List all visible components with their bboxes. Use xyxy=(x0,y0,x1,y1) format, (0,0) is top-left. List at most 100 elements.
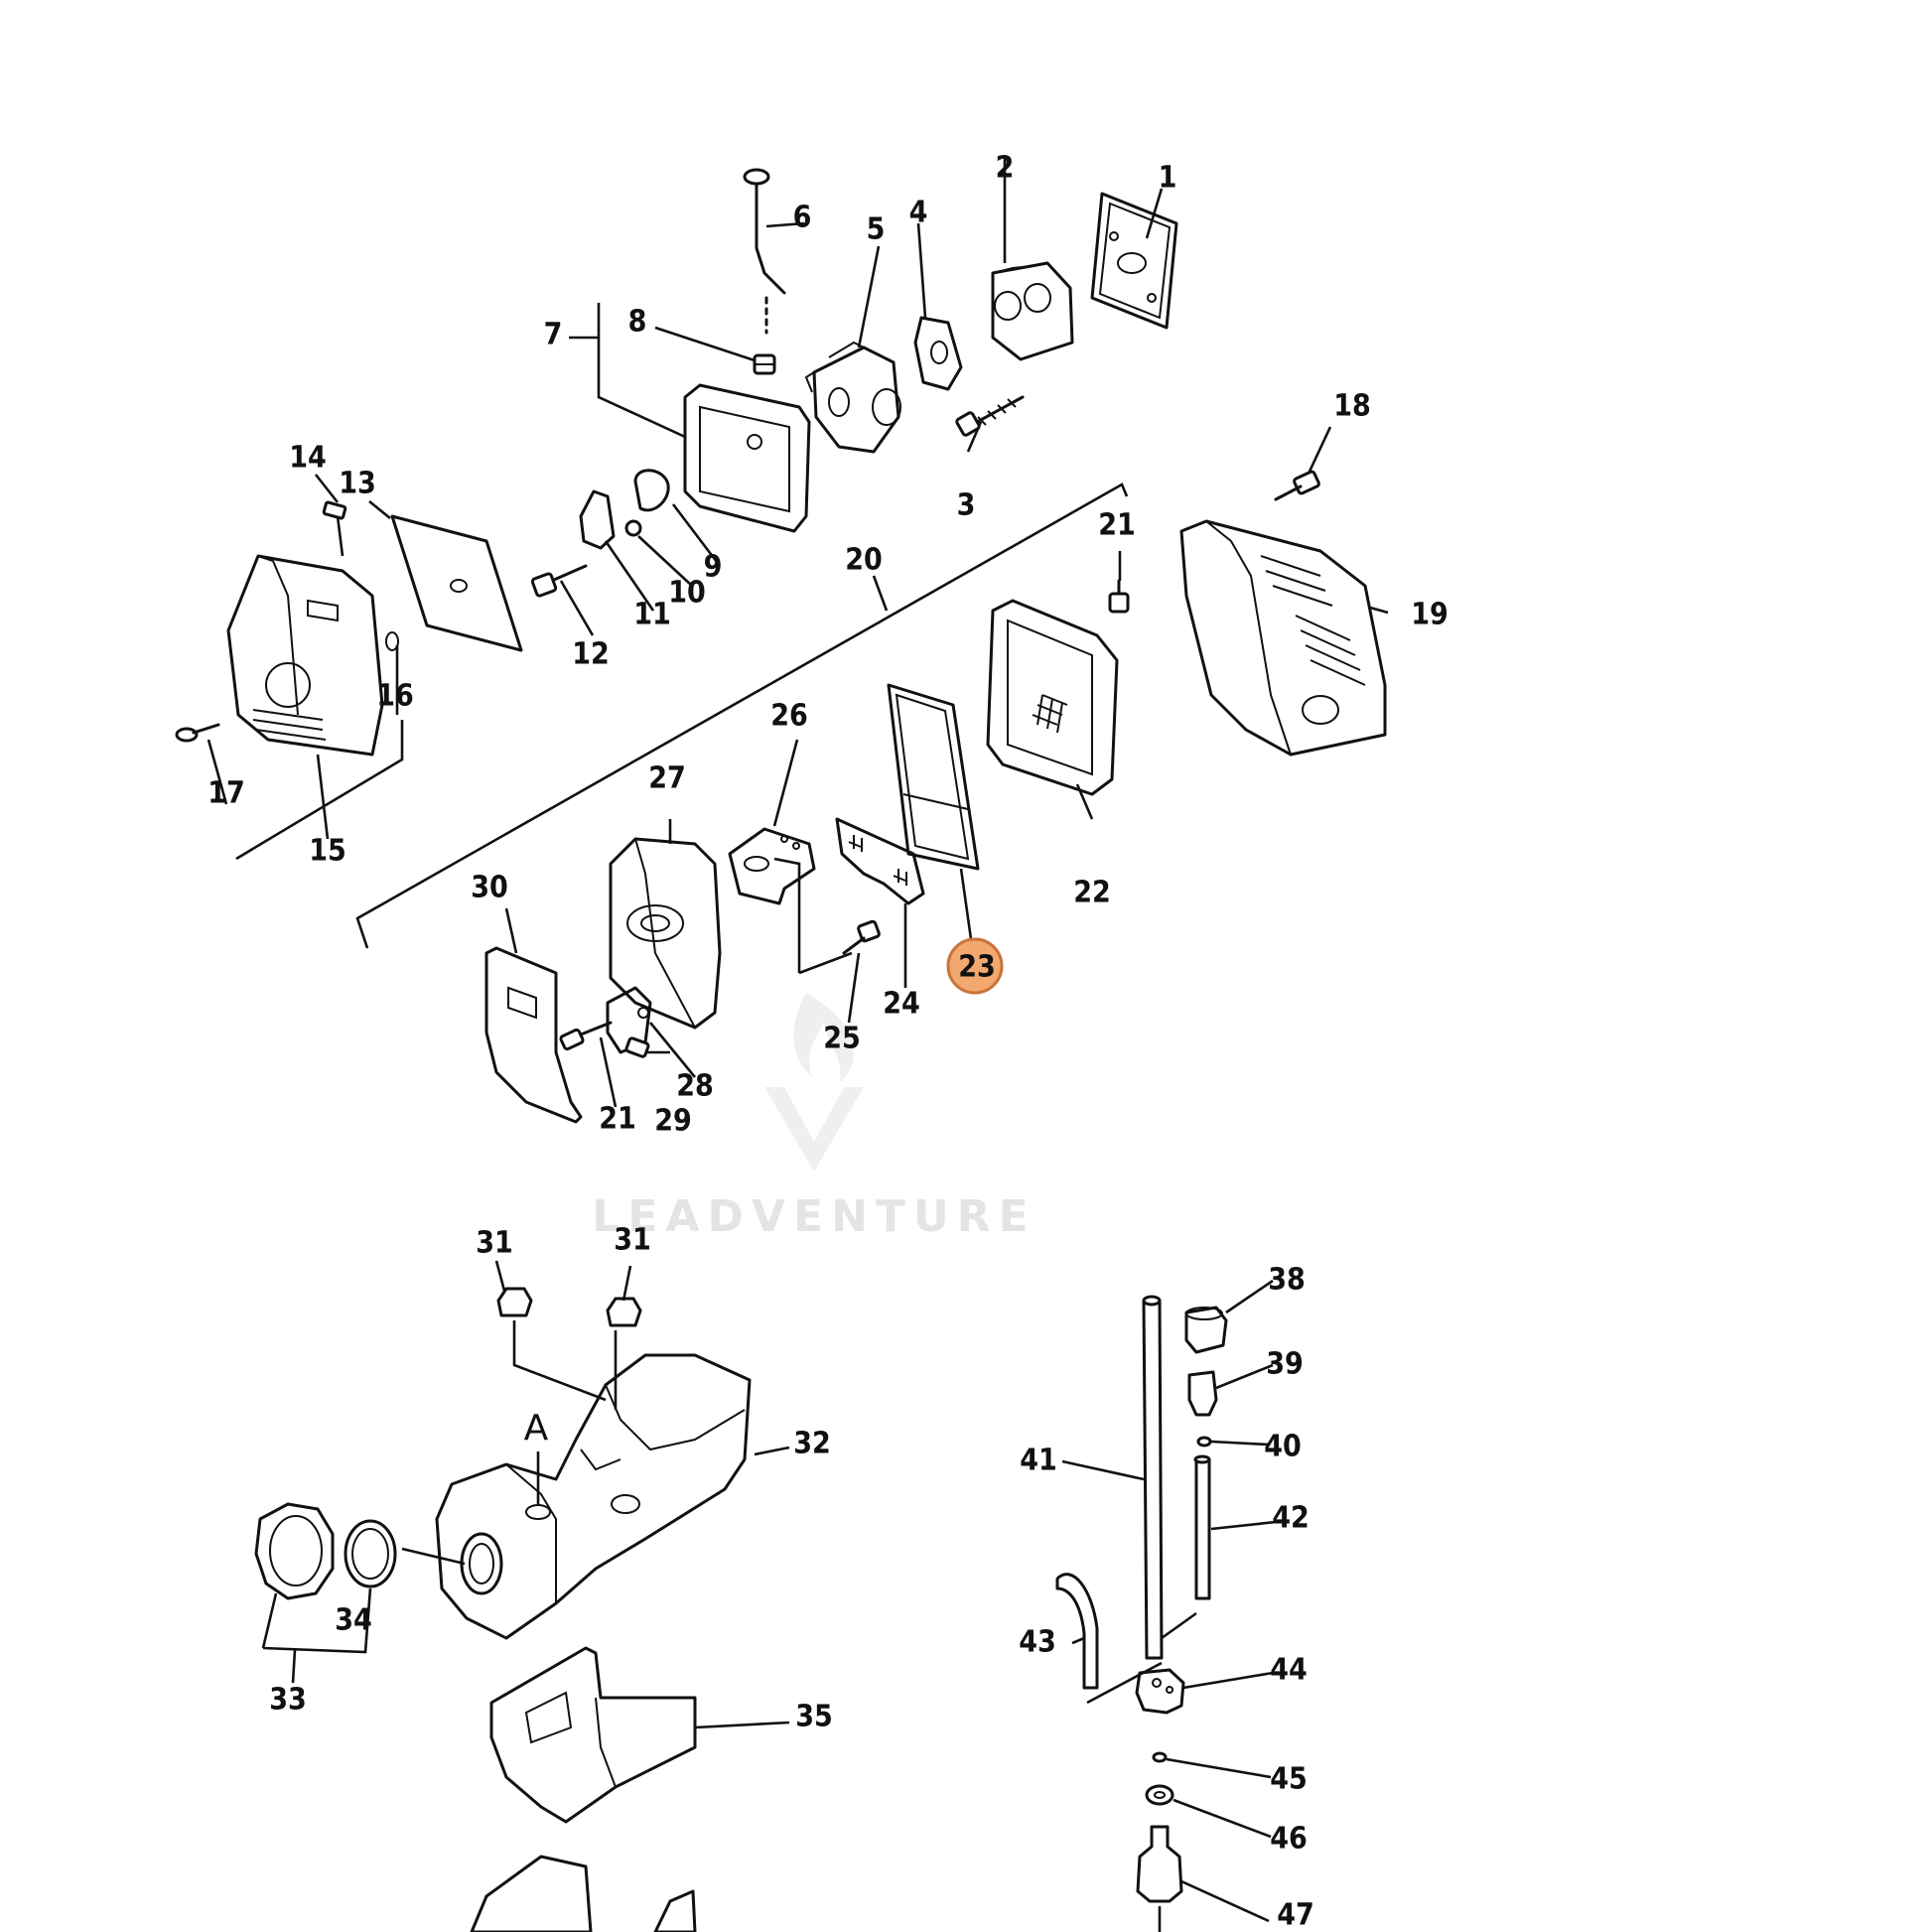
label-41[interactable]: 41 xyxy=(1020,1444,1057,1478)
label-34[interactable]: 34 xyxy=(335,1603,372,1638)
part-40-clip[interactable] xyxy=(1196,1436,1212,1448)
label-14[interactable]: 14 xyxy=(289,441,327,476)
label-30[interactable]: 30 xyxy=(471,871,508,905)
label-19[interactable]: 19 xyxy=(1411,598,1449,632)
label-21-lower[interactable]: 21 xyxy=(599,1102,636,1137)
label-point-a: A xyxy=(524,1408,549,1449)
part-12-screw[interactable] xyxy=(530,564,588,598)
label-44[interactable]: 44 xyxy=(1270,1653,1308,1688)
label-10[interactable]: 10 xyxy=(668,576,706,611)
part-2-insulator[interactable] xyxy=(991,261,1074,361)
label-46[interactable]: 46 xyxy=(1270,1822,1308,1857)
label-27[interactable]: 27 xyxy=(648,761,686,796)
label-3[interactable]: 3 xyxy=(957,488,976,523)
label-33[interactable]: 33 xyxy=(269,1683,307,1718)
label-31-2[interactable]: 31 xyxy=(614,1223,651,1258)
part-38-cap[interactable] xyxy=(1184,1306,1228,1354)
watermark-text: LEADVENTURE xyxy=(592,1191,1035,1242)
part-11-plate[interactable] xyxy=(579,489,616,550)
label-22[interactable]: 22 xyxy=(1073,876,1111,910)
part-21-screw[interactable] xyxy=(1108,579,1130,614)
part-41-tube[interactable] xyxy=(1142,1295,1164,1660)
label-1[interactable]: 1 xyxy=(1159,161,1177,196)
label-39[interactable]: 39 xyxy=(1266,1347,1304,1382)
part-31-grommet-2[interactable] xyxy=(606,1297,642,1327)
label-6[interactable]: 6 xyxy=(793,201,812,235)
part-32-fuel-tank[interactable] xyxy=(435,1353,752,1640)
label-7[interactable]: 7 xyxy=(544,318,563,352)
highlight-circle[interactable] xyxy=(946,937,1004,995)
part-15-air-cleaner-cover[interactable] xyxy=(226,554,384,757)
label-28[interactable]: 28 xyxy=(676,1069,714,1104)
label-45[interactable]: 45 xyxy=(1270,1762,1308,1797)
label-2[interactable]: 2 xyxy=(996,151,1015,186)
part-10-washer[interactable] xyxy=(624,519,642,537)
part-29-bolt[interactable] xyxy=(624,1036,650,1058)
part-42-tube[interactable] xyxy=(1193,1454,1211,1600)
part-8-nut[interactable] xyxy=(753,353,776,375)
watermark-logo-icon xyxy=(764,993,864,1172)
part-13-filter-element[interactable] xyxy=(390,514,523,652)
label-25[interactable]: 25 xyxy=(823,1022,861,1056)
part-22-muffler-body[interactable] xyxy=(986,599,1119,796)
label-26[interactable]: 26 xyxy=(770,699,808,734)
part-19-muffler-cover[interactable] xyxy=(1179,519,1387,757)
label-38[interactable]: 38 xyxy=(1268,1263,1306,1298)
part-3-screw[interactable] xyxy=(955,395,1025,437)
fuel-tank-neck xyxy=(460,1532,503,1595)
label-29[interactable]: 29 xyxy=(654,1104,692,1139)
part-7-air-cleaner-base[interactable] xyxy=(683,383,811,533)
part-45-clip[interactable] xyxy=(1152,1751,1168,1763)
label-42[interactable]: 42 xyxy=(1272,1501,1310,1536)
label-16[interactable]: 16 xyxy=(376,679,414,714)
part-1-gasket[interactable] xyxy=(1090,192,1178,330)
part-44-grommet[interactable] xyxy=(1135,1668,1185,1715)
label-9[interactable]: 9 xyxy=(704,550,723,585)
part-47-fuel-filter[interactable] xyxy=(1136,1825,1183,1903)
part-27-muffler[interactable] xyxy=(609,837,722,1030)
part-46-washer[interactable] xyxy=(1145,1784,1174,1806)
label-13[interactable]: 13 xyxy=(339,467,376,501)
label-18[interactable]: 18 xyxy=(1333,389,1371,424)
watermark: LEADVENTURE xyxy=(592,993,1035,1242)
part-24-plate[interactable] xyxy=(835,817,925,905)
part-35-tank-guard[interactable] xyxy=(489,1646,697,1824)
label-5[interactable]: 5 xyxy=(867,212,886,247)
label-20[interactable]: 20 xyxy=(845,543,883,578)
label-15[interactable]: 15 xyxy=(309,834,346,869)
label-4[interactable]: 4 xyxy=(909,196,928,230)
label-23[interactable]: 23 xyxy=(958,950,996,985)
part-33-fuel-cap[interactable] xyxy=(254,1502,335,1600)
part-4-gasket[interactable] xyxy=(913,316,963,391)
part-18-bolt[interactable] xyxy=(1274,470,1320,501)
part-16-o-ring[interactable] xyxy=(385,631,399,651)
part-25-screw[interactable] xyxy=(842,919,881,955)
label-47[interactable]: 47 xyxy=(1277,1898,1314,1932)
part-6-choke-rod[interactable] xyxy=(743,168,786,335)
part-21-screw-lower[interactable] xyxy=(559,1021,613,1051)
label-24[interactable]: 24 xyxy=(883,987,920,1022)
label-40[interactable]: 40 xyxy=(1264,1430,1302,1464)
part-26-exhaust-guide[interactable] xyxy=(728,827,816,905)
part-31-grommet[interactable] xyxy=(496,1287,533,1317)
label-32[interactable]: 32 xyxy=(793,1427,831,1461)
label-11[interactable]: 11 xyxy=(633,598,671,632)
label-21[interactable]: 21 xyxy=(1098,508,1136,543)
part-23-gasket[interactable] xyxy=(887,683,980,871)
label-31[interactable]: 31 xyxy=(476,1226,513,1261)
part-39-filter[interactable] xyxy=(1187,1370,1218,1417)
part-30-heat-shield[interactable] xyxy=(484,946,583,1124)
part-34-gasket[interactable] xyxy=(344,1519,397,1588)
label-17[interactable]: 17 xyxy=(207,776,245,811)
part-5-carburetor[interactable] xyxy=(804,341,901,454)
label-43[interactable]: 43 xyxy=(1019,1625,1056,1660)
part-9-choke-shutter[interactable] xyxy=(633,469,670,512)
part-14-clip[interactable] xyxy=(322,500,347,520)
leader-lines-lower xyxy=(261,1260,1277,1932)
part-17-screw[interactable] xyxy=(175,723,220,743)
label-8[interactable]: 8 xyxy=(628,305,647,340)
label-12[interactable]: 12 xyxy=(572,637,610,672)
label-35[interactable]: 35 xyxy=(795,1700,833,1734)
part-43-hose[interactable] xyxy=(1055,1573,1099,1690)
